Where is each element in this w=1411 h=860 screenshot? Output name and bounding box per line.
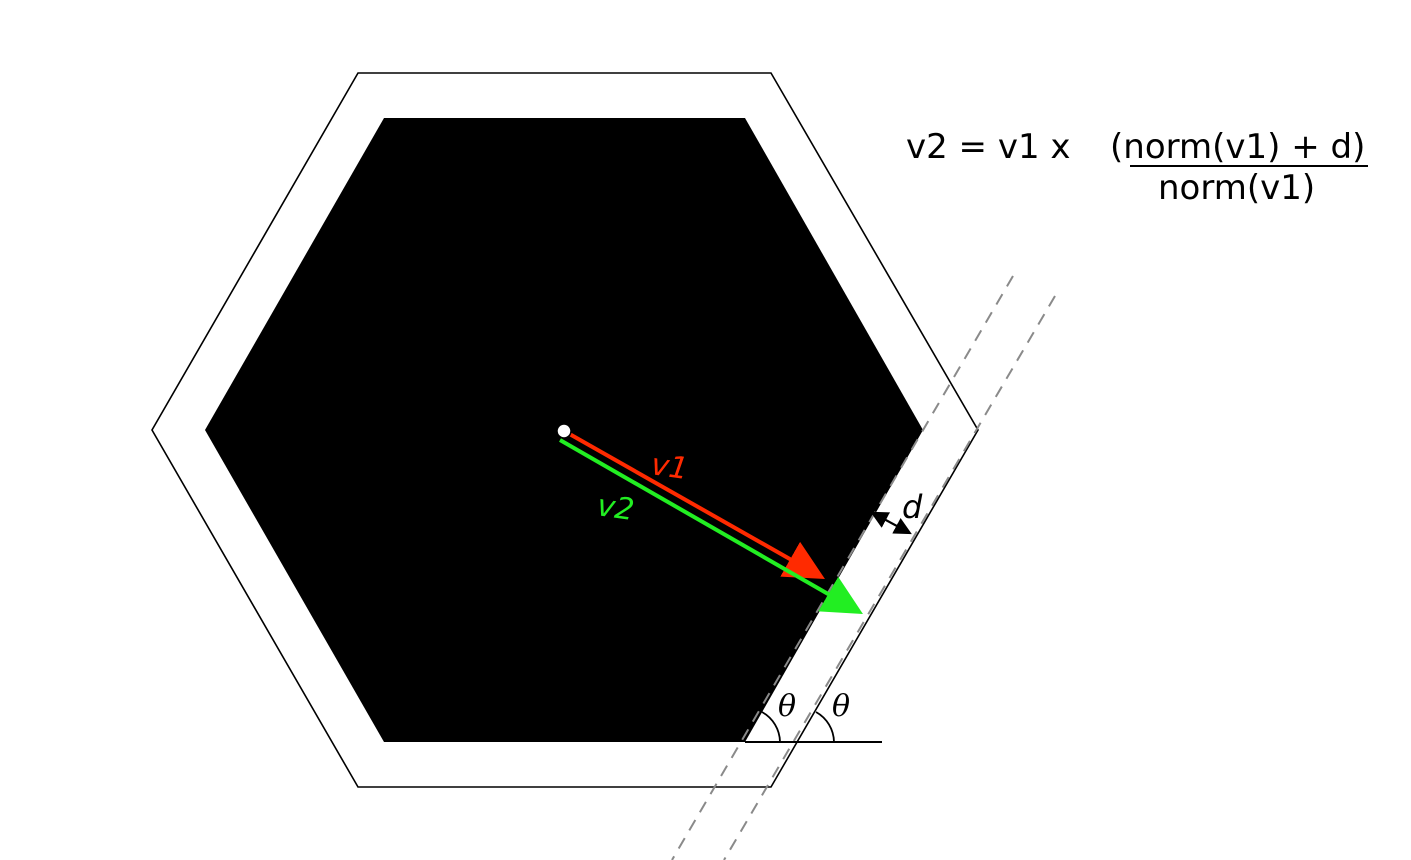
v1-label: v1 [649,447,690,487]
double-headed-arrow-icon [870,511,912,535]
theta-outer-label: θ [832,689,850,724]
v1-arrow [565,430,825,579]
center-point-icon [556,423,572,439]
theta-inner-label: θ [778,689,796,724]
guide-line-outer-edge [723,295,1056,860]
formula-numerator: (norm(v1) + d) [1110,127,1365,167]
theta-arc-inner [761,711,781,743]
d-label: d [902,488,923,526]
formula-lhs: v2 = v1 x [906,127,1071,167]
formula-denominator: norm(v1) [1158,168,1315,208]
v2-arrow [559,438,863,614]
v2-label: v2 [595,488,636,528]
guide-line-inner-edge [671,275,1014,860]
theta-arc-outer [815,711,835,743]
